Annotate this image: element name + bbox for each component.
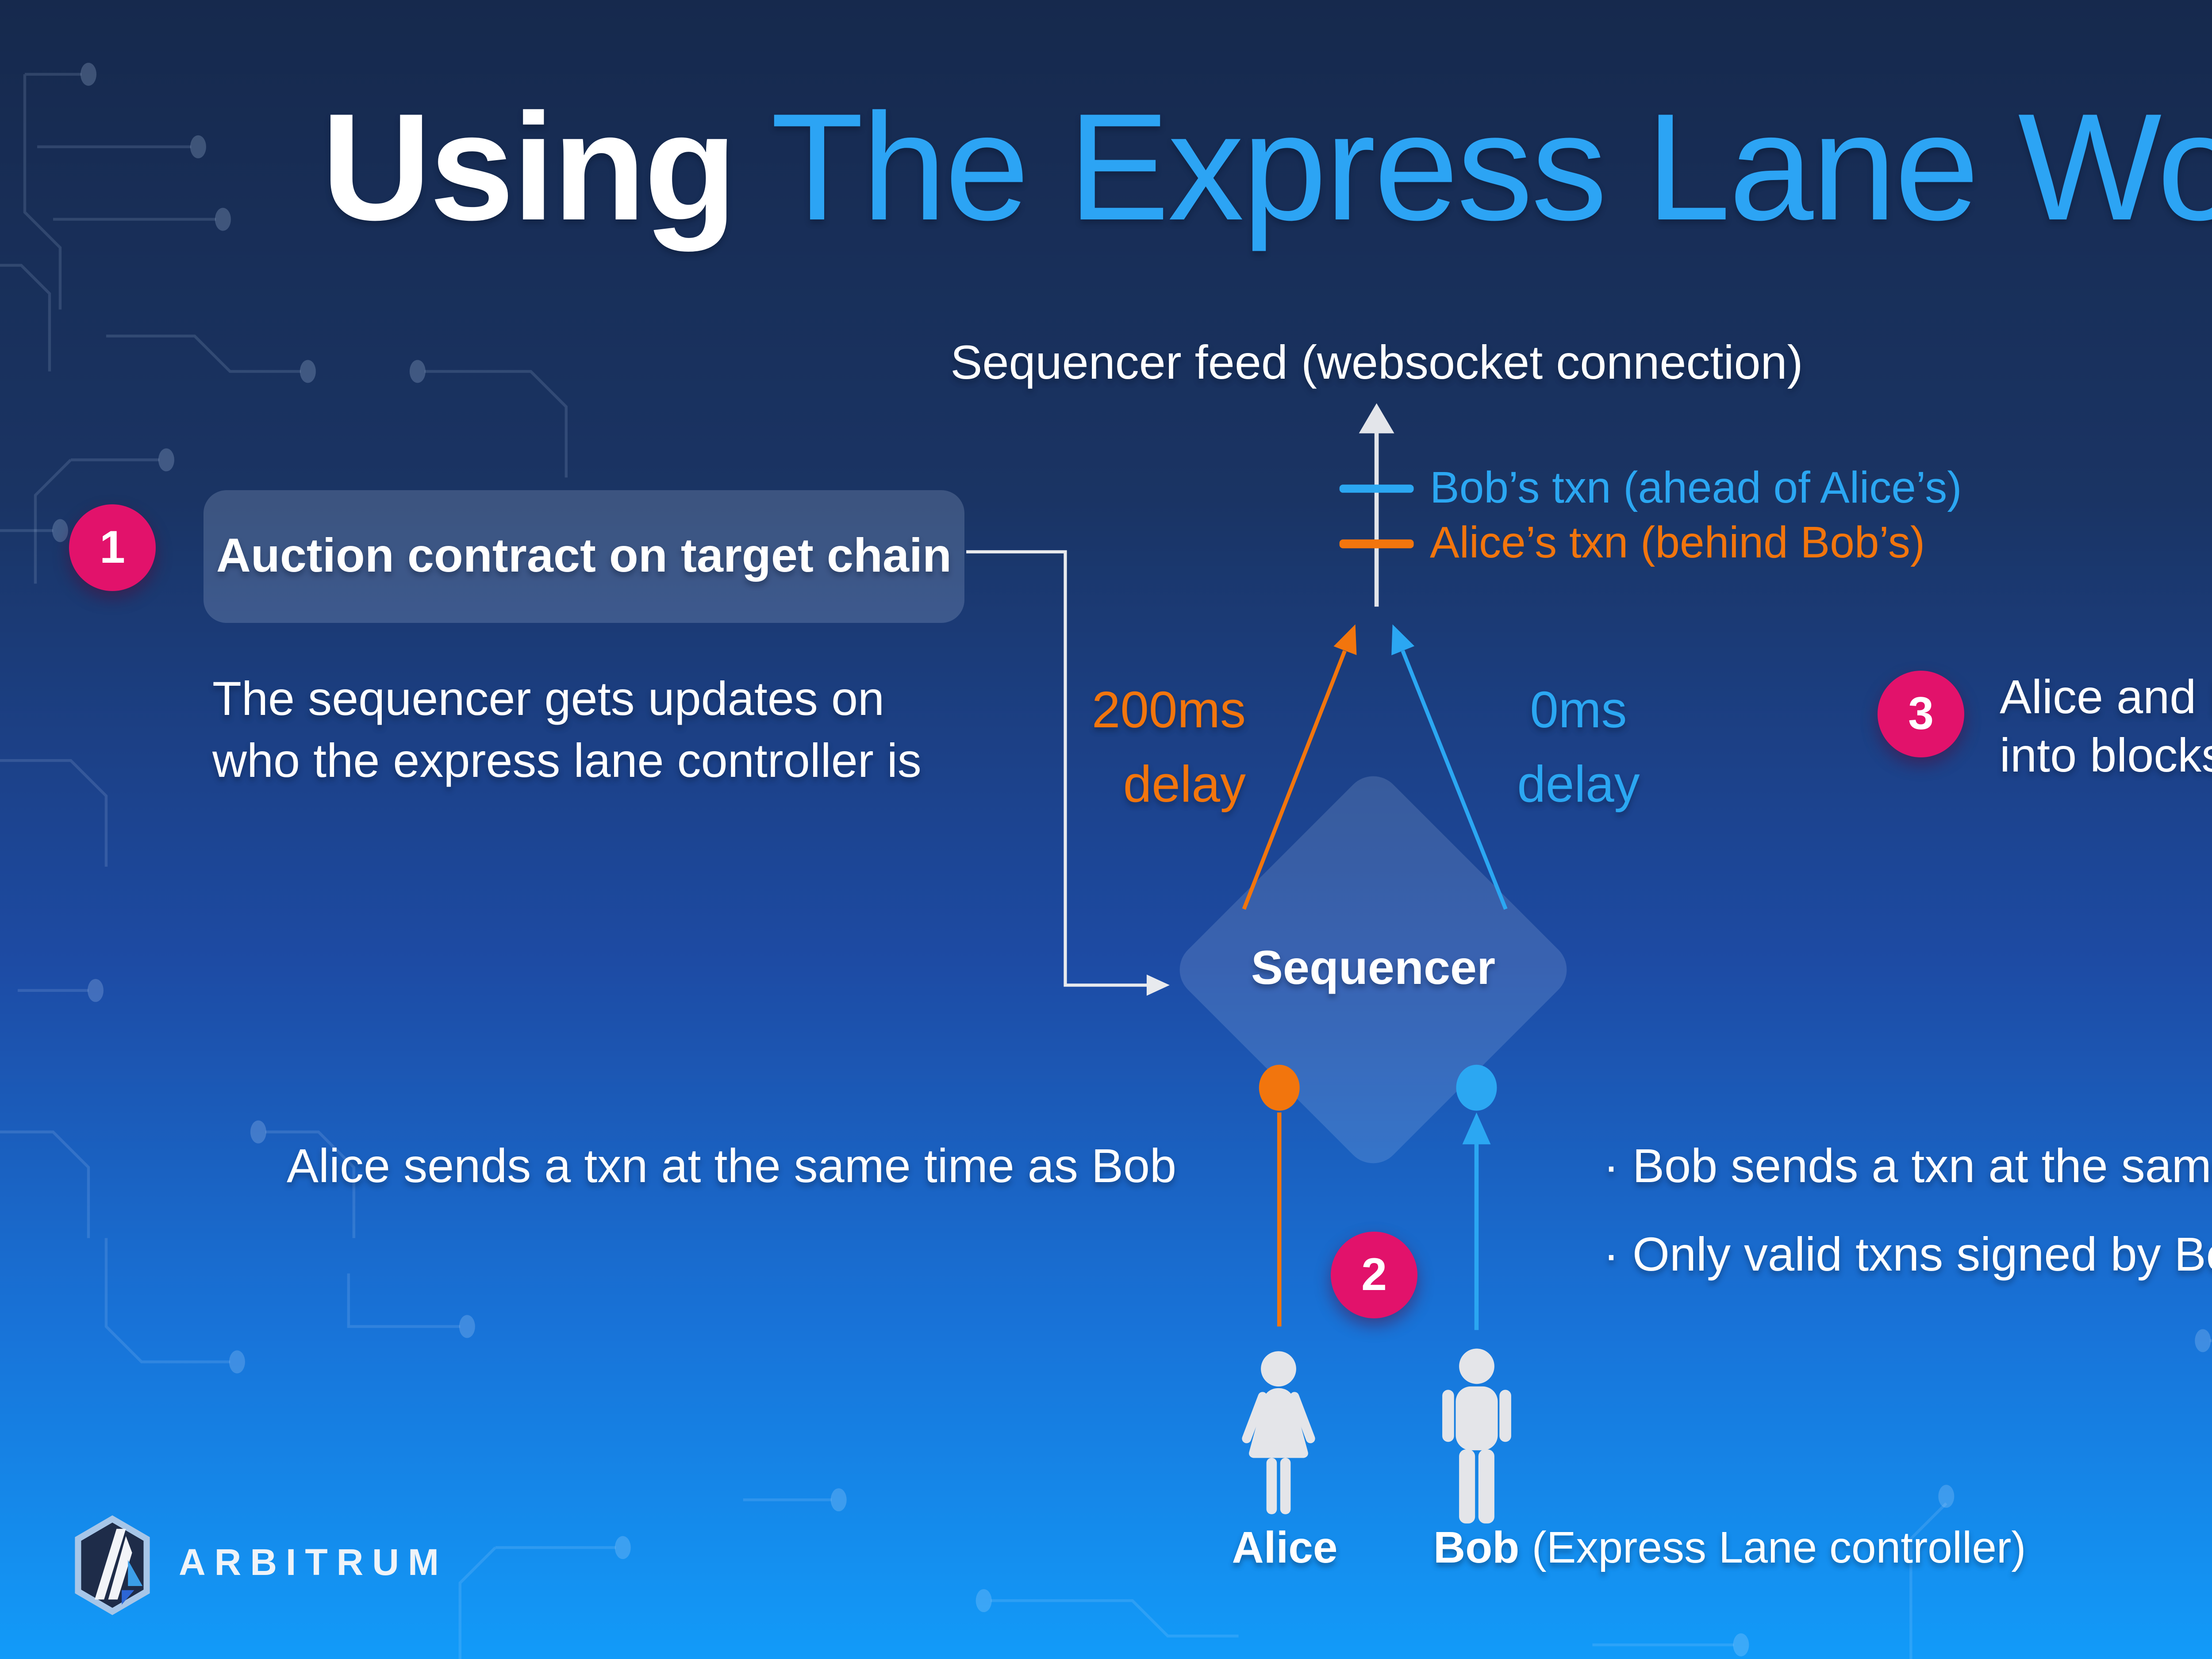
step3-note: Alice and Bob's txns get ordered into bl… (2000, 669, 2212, 786)
bob-txn-delay-arrow (1401, 650, 1508, 910)
sequencer-feed-label: Sequencer feed (websocket connection) (950, 336, 1803, 389)
step-badge-1: 1 (69, 504, 156, 591)
step1-note: The sequencer gets updates on who the ex… (212, 669, 922, 793)
alice-txn-delay-arrow (1242, 650, 1347, 910)
bob-figure male-person-icon (1442, 1348, 1511, 1524)
step-badge-2: 2 (1331, 1232, 1417, 1318)
delay-alice-value: 200ms (1091, 683, 1246, 740)
arbitrum-shield-icon (75, 1514, 150, 1614)
auction-contract-label: Auction contract on target chain (216, 529, 952, 582)
legend-label-alice: Alice’s txn (behind Bob’s) (1430, 518, 1925, 568)
bob-name-label: Bob(Express Lane controller) (1433, 1525, 2026, 1571)
auction-contract-box: Auction contract on target chain (204, 490, 964, 623)
legend-tick-bob (1339, 484, 1414, 493)
alice-txn-delay-arrowhead-icon (1333, 624, 1357, 655)
step1-note-line1: The sequencer gets updates on (212, 672, 885, 726)
alice-figure female-person-icon (1242, 1351, 1315, 1514)
bob-txn-dot (1456, 1064, 1497, 1111)
bob-txn-delay-arrowhead-icon (1391, 624, 1415, 656)
bob-role-label: (Express Lane controller) (1532, 1524, 2026, 1573)
bob-note-2: · Only valid txns signed by Bob are acce… (1603, 1228, 2212, 1281)
alice-name-label: Alice (1232, 1524, 1338, 1573)
auction-to-sequencer-connector (966, 550, 1150, 987)
legend-label-bob: Bob’s txn (ahead of Alice’s) (1430, 464, 1962, 513)
legend-tick-alice (1339, 539, 1414, 549)
bob-note-1: · Bob sends a txn at the same time as Al… (1603, 1140, 2212, 1193)
feed-arrow-up-icon (1359, 403, 1394, 434)
delay-bob: 0ms delay (1437, 674, 1720, 823)
bob-txn-up-arrowhead-icon (1462, 1112, 1491, 1144)
step1-note-line2: who the express lane controller is (212, 734, 922, 787)
delay-alice: 200ms delay (874, 674, 1246, 823)
delay-bob-value: 0ms (1530, 683, 1627, 740)
step3-note-line2: into blocks based on timestamp (2000, 729, 2212, 782)
title-rest: The Express Lane Workflow (771, 83, 2212, 253)
sequencer-label: Sequencer (1251, 941, 1496, 995)
title-lead: Using (321, 83, 737, 253)
alice-txn-dot (1259, 1064, 1300, 1111)
bob-name: Bob (1433, 1524, 1520, 1573)
step-badge-3: 3 (1878, 671, 1964, 757)
alice-note: Alice sends a txn at the same time as Bo… (287, 1140, 1177, 1193)
delay-bob-word: delay (1517, 757, 1640, 814)
step3-note-line1: Alice and Bob's txns get ordered (2000, 671, 2212, 724)
arbitrum-logo: ARBITRUM (71, 1511, 448, 1617)
connector-arrowhead-icon (1146, 974, 1170, 996)
arbitrum-wordmark: ARBITRUM (179, 1543, 448, 1584)
delay-alice-word: delay (1123, 757, 1246, 814)
